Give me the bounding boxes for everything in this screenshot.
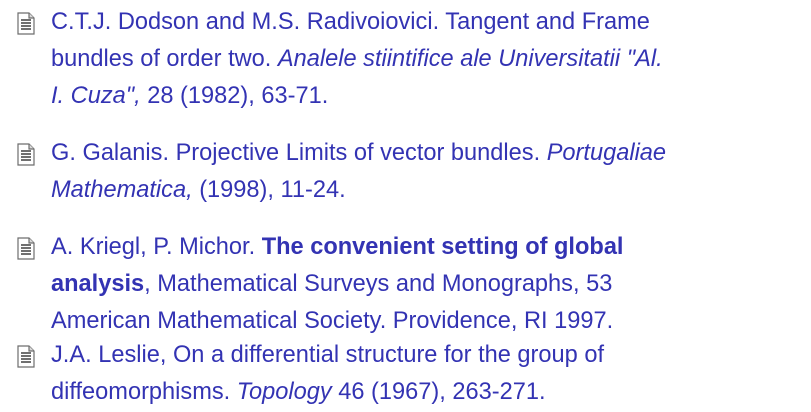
- book-title-end: analysis: [51, 271, 145, 297]
- entry-authors-title: G. Galanis. Projective Limits of vector …: [51, 140, 541, 166]
- bibliography-entry-text: J.A. Leslie, On a differential structure…: [51, 337, 807, 411]
- publication-details: (1998), 11-24.: [199, 177, 346, 203]
- journal-name-end: I. Cuza",: [51, 83, 141, 109]
- entry-line: Mathematica, (1998), 11-24.: [51, 172, 807, 209]
- publication-details: 28 (1982), 63-71.: [147, 83, 329, 109]
- bibliography-entry-text: A. Kriegl, P. Michor. The convenient set…: [51, 229, 807, 340]
- journal-name: Topology: [236, 379, 332, 405]
- entry-line: A. Kriegl, P. Michor. The convenient set…: [51, 229, 807, 266]
- entry-line: diffeomorphisms. Topology 46 (1967), 263…: [51, 374, 807, 411]
- bibliography-entry-text: G. Galanis. Projective Limits of vector …: [51, 135, 807, 209]
- entry-authors: A. Kriegl, P. Michor.: [51, 234, 256, 260]
- bibliography-entry: A. Kriegl, P. Michor. The convenient set…: [0, 229, 811, 340]
- publication-details: 46 (1967), 263-271.: [338, 379, 546, 405]
- bibliography-entry-text: C.T.J. Dodson and M.S. Radivoiovici. Tan…: [51, 4, 807, 115]
- journal-name: Analele stiintifice ale Universitatii "A…: [277, 46, 663, 72]
- bibliography-entry: J.A. Leslie, On a differential structure…: [0, 337, 811, 411]
- bibliography-entry: C.T.J. Dodson and M.S. Radivoiovici. Tan…: [0, 4, 811, 115]
- entry-line: J.A. Leslie, On a differential structure…: [51, 342, 605, 368]
- journal-name: Portugaliae: [546, 140, 667, 166]
- publication-series: , Mathematical Surveys and Monographs, 5…: [144, 271, 613, 297]
- entry-line: G. Galanis. Projective Limits of vector …: [51, 135, 807, 172]
- entry-title-end: diffeomorphisms.: [51, 379, 231, 405]
- book-icon: [17, 12, 35, 35]
- entry-line: I. Cuza", 28 (1982), 63-71.: [51, 78, 807, 115]
- book-icon: [17, 237, 35, 260]
- bibliography-entry: G. Galanis. Projective Limits of vector …: [0, 135, 811, 209]
- journal-name-end: Mathematica,: [51, 177, 193, 203]
- entry-line: analysis, Mathematical Surveys and Monog…: [51, 266, 807, 303]
- entry-line: American Mathematical Society. Providenc…: [51, 308, 614, 334]
- book-icon: [17, 143, 35, 166]
- book-icon: [17, 345, 35, 368]
- entry-line: bundles of order two. Analele stiintific…: [51, 41, 807, 78]
- entry-line: C.T.J. Dodson and M.S. Radivoiovici. Tan…: [51, 9, 650, 35]
- entry-title-end: bundles of order two.: [51, 46, 272, 72]
- book-title: The convenient setting of global: [261, 234, 624, 260]
